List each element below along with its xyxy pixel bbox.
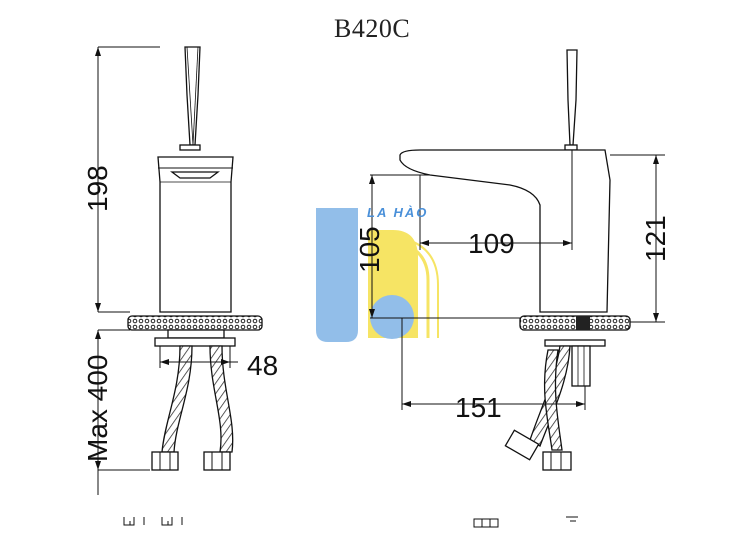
front-view [95, 46, 263, 526]
dim-height-front-label: 198 [82, 165, 113, 212]
dim-body-height-label: 121 [640, 215, 671, 262]
watermark-logo [316, 208, 439, 342]
dim-spout-reach-label: 109 [468, 228, 515, 259]
dim-base-to-hose-label: 151 [455, 392, 502, 423]
dim-spout-height-label: 105 [354, 226, 385, 273]
dim-inlet-spacing-label: 48 [247, 350, 279, 381]
side-view [369, 49, 665, 528]
watermark-text: LA HÀO [367, 205, 429, 220]
dim-hose-length-label: Max 400 [82, 354, 113, 462]
model-title: B420C [334, 14, 411, 43]
